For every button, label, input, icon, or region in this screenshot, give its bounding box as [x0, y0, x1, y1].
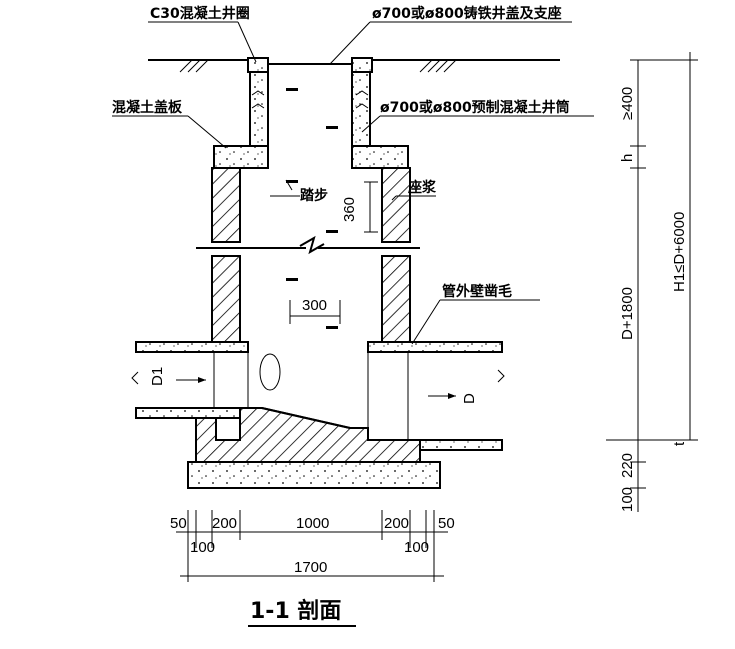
ladder-steps: [286, 88, 338, 329]
dim-bottom-100-left: 100: [190, 539, 215, 556]
label-steps: 踏步: [300, 187, 328, 204]
ground-line: [148, 59, 560, 73]
dim-bottom-1700: 1700: [294, 559, 327, 576]
cover-frame: [247, 57, 373, 73]
dim-right-h: h: [619, 154, 636, 162]
cover-slab: [213, 145, 409, 169]
label-mortar: 座浆: [408, 179, 437, 196]
step-dims: [289, 181, 378, 324]
bottom-dimensions: [176, 510, 448, 582]
pipe-d: [367, 341, 505, 451]
precast-shaft: [249, 71, 371, 147]
label-shaft: ø700或ø800预制混凝土井筒: [380, 99, 570, 116]
label-pipe-wall: 管外壁凿毛: [442, 283, 512, 300]
dim-bottom-50-left: 50: [170, 515, 187, 532]
dim-right-h1: H1≤D+6000: [671, 212, 688, 292]
label-cover-slab: 混凝土盖板: [112, 99, 183, 116]
pipe-opening: [259, 353, 281, 391]
dim-right-220: 220: [619, 453, 636, 478]
drawing-title: 1-1 剖面: [250, 598, 341, 624]
dim-step-300: 300: [302, 297, 327, 314]
dim-bottom-100-right: 100: [404, 539, 429, 556]
label-pipe-d: D: [461, 393, 478, 404]
dim-right-100: 100: [619, 487, 636, 512]
base-benching: [187, 407, 441, 489]
label-pipe-d1: D1: [149, 367, 166, 386]
dim-right-d1800: D+1800: [619, 287, 636, 340]
dim-bottom-200-right: 200: [384, 515, 409, 532]
right-dimensions: [606, 52, 698, 512]
dim-right-400: ≥400: [619, 87, 636, 120]
dim-bottom-1000: 1000: [296, 515, 329, 532]
dim-right-t: t: [671, 441, 688, 446]
dim-bottom-50-right: 50: [438, 515, 455, 532]
dim-bottom-200-left: 200: [212, 515, 237, 532]
label-c30-ring: C30混凝土井圈: [150, 5, 250, 22]
dim-step-360: 360: [341, 197, 358, 222]
label-cover-frame: ø700或ø800铸铁井盖及支座: [372, 5, 562, 22]
leader-lines: [112, 21, 594, 345]
